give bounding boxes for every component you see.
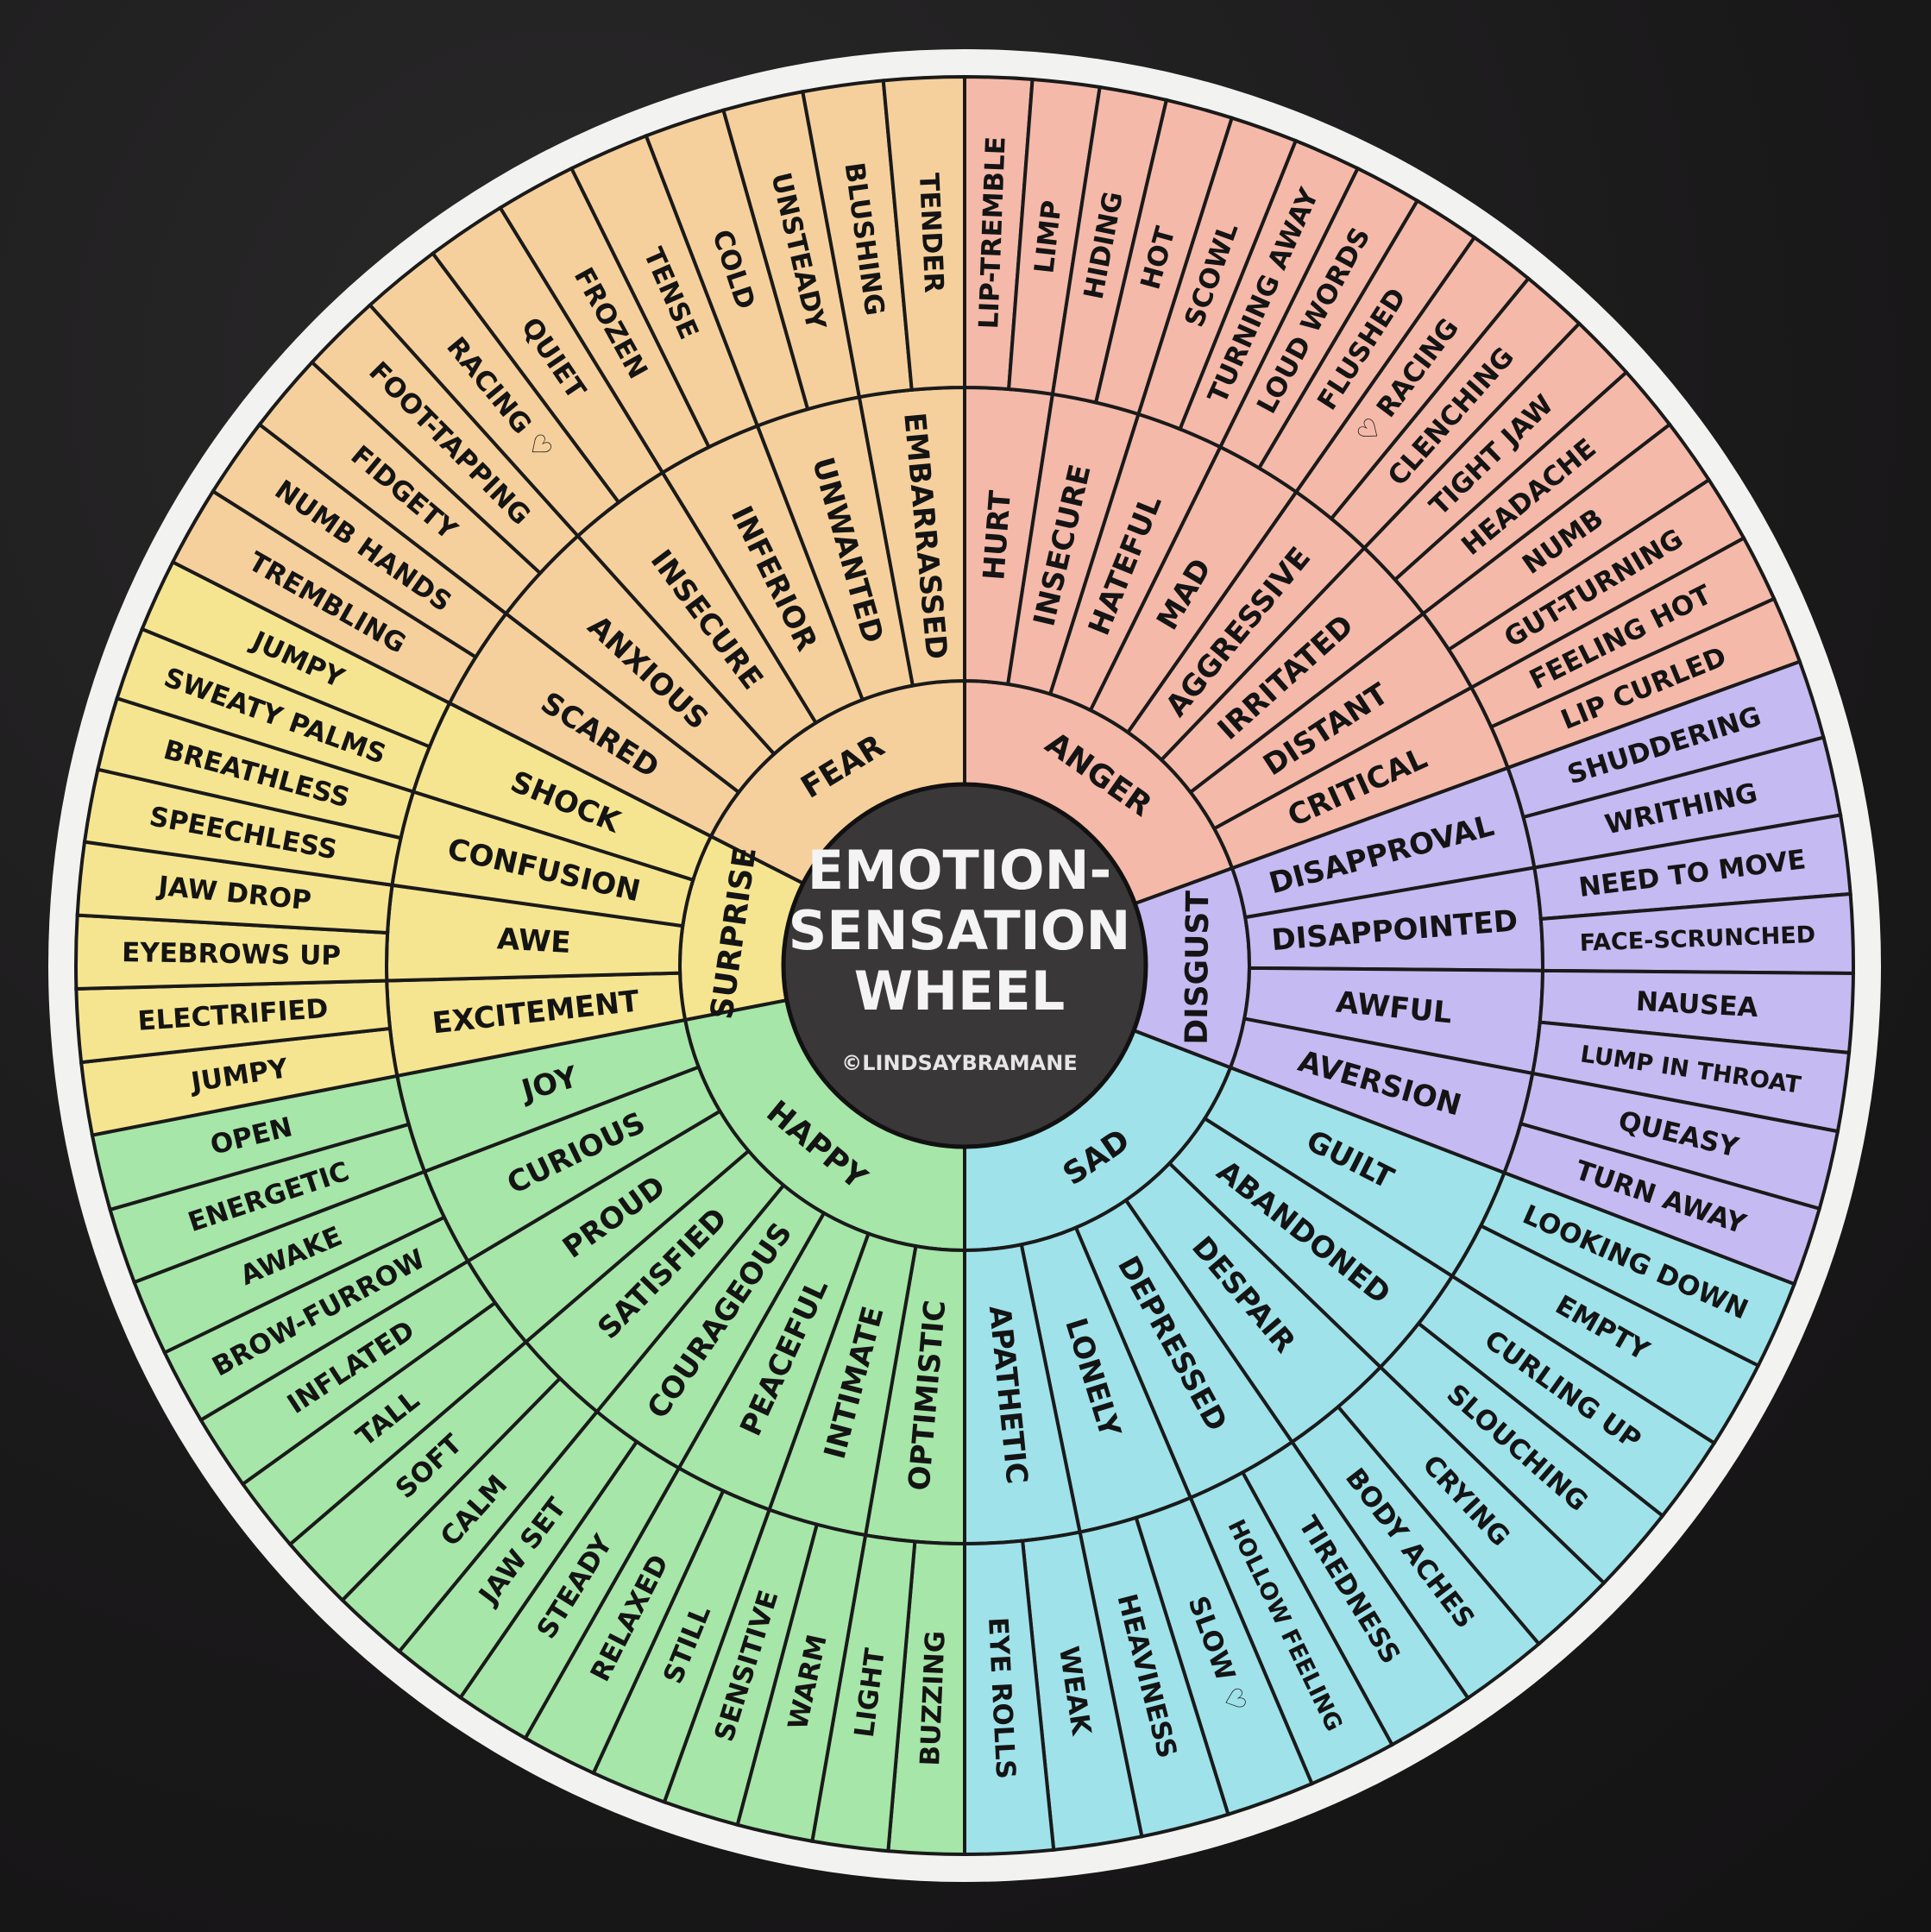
outer-label: Buzzing <box>915 1630 952 1766</box>
outer-label: Nausea <box>1635 986 1758 1024</box>
center-credit: ©LINDSAYBRAMANE <box>841 1051 1077 1075</box>
center-disc <box>781 782 1148 1149</box>
outer-label: Lip-tremble <box>973 135 1012 330</box>
center-title-line-1: EMOTION- <box>808 839 1111 902</box>
outer-label: Eyebrows up <box>122 937 341 972</box>
outer-label: Tender <box>913 173 949 294</box>
outer-segment <box>881 74 966 392</box>
middle-label: Awe <box>496 922 572 960</box>
center-title-line-2: SENSATION <box>789 899 1131 962</box>
center-title-line-3: WHEEL <box>854 960 1066 1023</box>
core-label-disgust: Disgust <box>1179 890 1217 1045</box>
middle-label: Hurt <box>977 488 1018 581</box>
